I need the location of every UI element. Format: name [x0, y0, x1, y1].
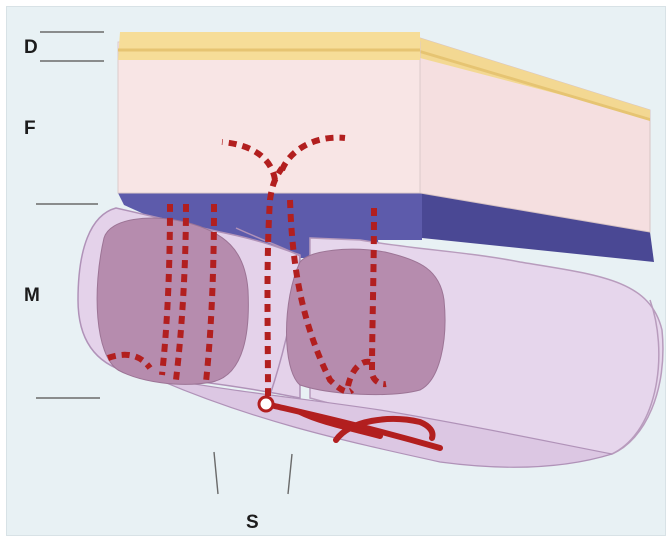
tick-septum-right [288, 454, 292, 494]
label-septum: S [246, 512, 259, 533]
label-muscle: M [24, 285, 40, 306]
label-dermis: D [24, 37, 38, 58]
dermis-layer-front [118, 32, 420, 60]
muscle-right-core [287, 249, 446, 394]
fat-block-front [118, 42, 420, 193]
label-fat: F [24, 118, 36, 139]
vessel-origin-circle [259, 397, 273, 411]
muscle-left-core [97, 218, 248, 384]
tick-septum-left [214, 452, 218, 494]
